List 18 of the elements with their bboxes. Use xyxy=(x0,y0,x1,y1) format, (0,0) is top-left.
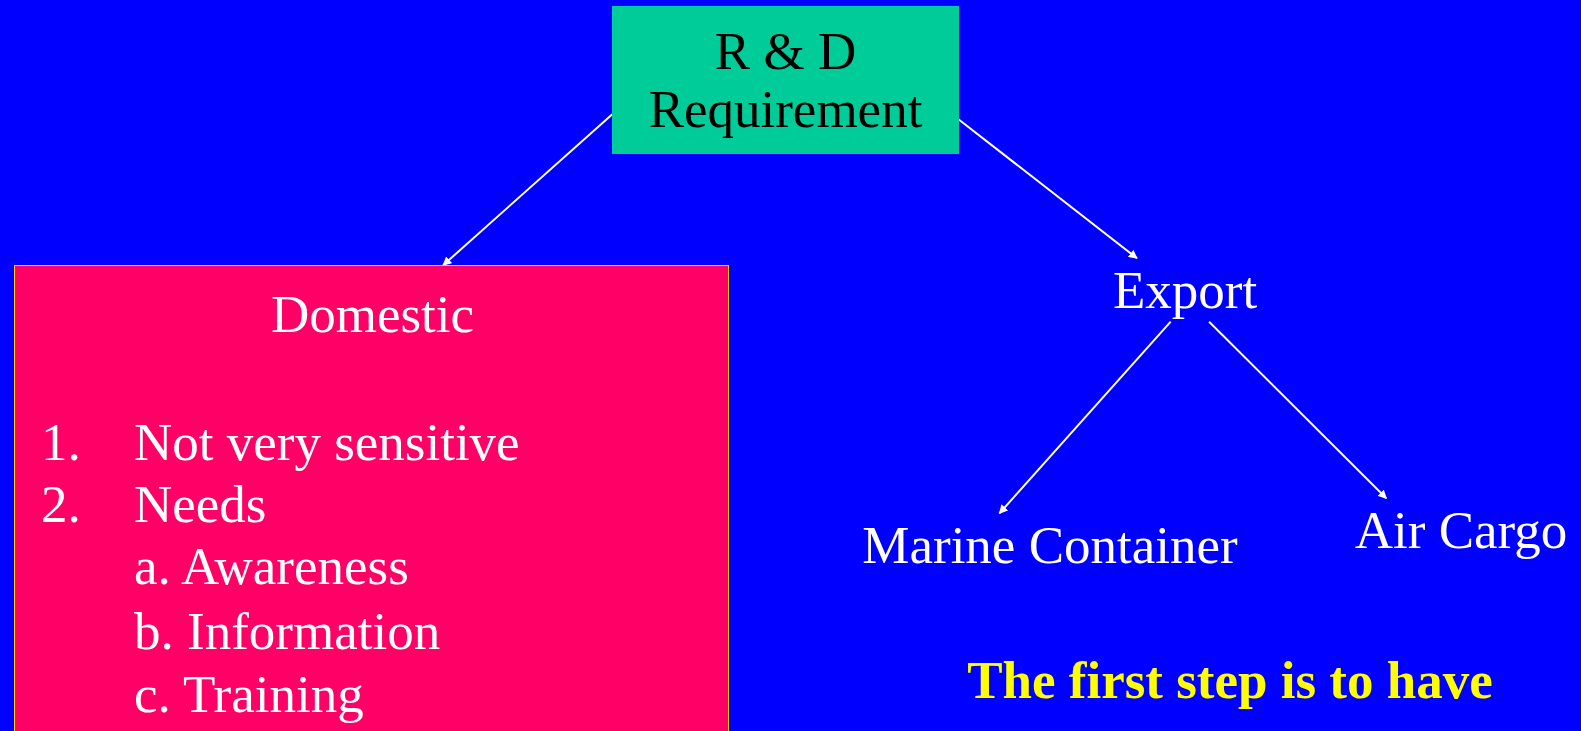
list-item: c. Training xyxy=(134,665,364,724)
node-label: Air Cargo xyxy=(1343,498,1579,562)
arrow xyxy=(998,320,1172,515)
node-label: Export xyxy=(1095,258,1275,322)
process-box xyxy=(612,6,959,154)
arrow xyxy=(1208,320,1388,500)
box-heading: Domestic xyxy=(269,285,476,344)
list-number: 2. xyxy=(41,475,81,534)
note-text: The first step is to have xyxy=(966,651,1494,710)
list-item: b. Information xyxy=(134,602,441,661)
list-item: Needs xyxy=(134,475,267,534)
node-label: Marine Container xyxy=(845,513,1255,577)
box-heading: R & D Requirement xyxy=(647,22,924,139)
category-box xyxy=(14,265,729,731)
arrow xyxy=(442,113,614,267)
list-number: 1. xyxy=(41,413,81,472)
list-item: Not very sensitive xyxy=(134,413,520,472)
list-item: a. Awareness xyxy=(134,537,409,596)
